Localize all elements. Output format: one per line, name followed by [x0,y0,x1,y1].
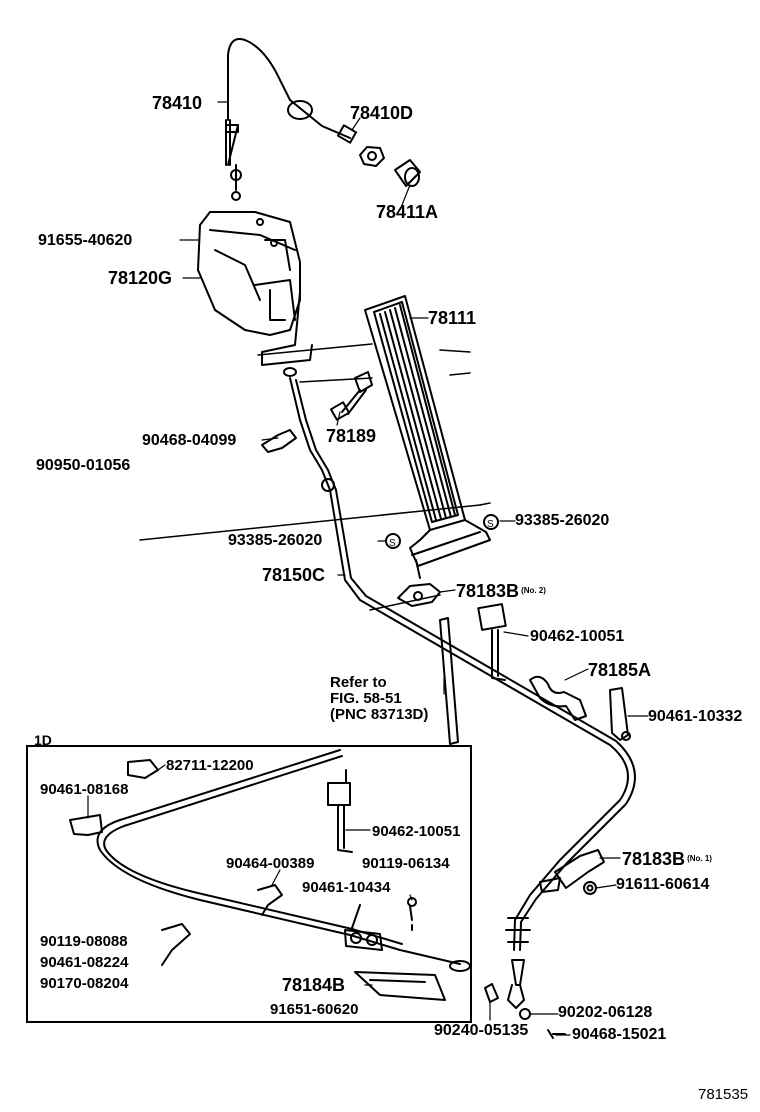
label-93385-26020-left: 93385-26020 [228,532,323,549]
label-78184b: 78184B [282,975,346,995]
label-78183b-no1: 78183B(No. 1) [622,849,712,869]
grommet-78185a [529,675,587,721]
label-90461-10332: 90461-10332 [648,708,743,725]
label-78185a: 78185A [588,660,652,680]
label-78411a: 78411A [376,202,439,222]
nut-78410d [359,146,385,167]
nut-91611-60614 [583,881,597,895]
label-78183b-no2-text: 78183B [456,581,520,601]
label-78189: 78189 [326,426,377,446]
refer-note-line2: FIG. 58-51 [330,690,402,707]
label-90240-05135: 90240-05135 [434,1022,529,1039]
accelerator-pedal-78111 [364,295,491,567]
label-78183b-no2: 78183B(No. 2) [456,581,546,601]
diagram-id: 781535 [698,1086,749,1103]
leader-lines [87,101,649,1036]
washer-93385-left: S [385,533,401,549]
label-82711-12200: 82711-12200 [166,757,254,774]
refer-note-line1: Refer to [330,674,387,691]
label-78111: 78111 [428,308,477,328]
label-90464-00389: 90464-00389 [226,855,315,872]
clamp-78183b-no2 [397,559,441,607]
label-90119-08088: 90119-08088 [40,933,128,950]
rod-refer-58-51 [439,617,459,745]
label-78183b-no2-tag: (No. 2) [521,586,546,595]
refer-note: Refer to FIG. 58-51 (PNC 83713D) [330,675,428,723]
inset-title: 1D [34,732,52,748]
lower-fittings [484,983,566,1039]
refer-note-line3: (PNC 83713D) [330,706,429,723]
label-78410: 78410 [152,93,203,113]
label-90119-06134: 90119-06134 [362,855,450,872]
label-90462-10051-top: 90462-10051 [530,628,625,645]
svg-text:S: S [487,519,494,530]
label-90461-10434: 90461-10434 [302,879,391,896]
label-90170-08204: 90170-08204 [40,975,129,992]
label-78120g: 78120G [108,268,173,288]
label-90950-01056: 90950-01056 [36,457,131,474]
label-91611-60614: 91611-60614 [616,876,710,893]
label-90468-04099: 90468-04099 [142,432,237,449]
clip-90461-10332 [609,687,631,741]
inset-1d-artwork [69,749,471,1001]
label-90468-15021: 90468-15021 [572,1026,667,1043]
upper-cable-78410 [225,38,358,201]
inset-1d-frame [26,745,472,1023]
label-91651-60620: 91651-60620 [270,1001,359,1018]
clamp-78183b-no1 [539,849,605,893]
bracket-90462-top [477,603,507,681]
label-91655-40620: 91655-40620 [38,232,133,249]
washer-93385-right: S [483,514,499,530]
label-78183b-no1-tag: (No. 1) [687,854,712,863]
label-90461-08224: 90461-08224 [40,954,129,971]
label-78150c: 78150C [262,565,326,585]
pedal-bracket-78120g [197,211,313,366]
label-78410d: 78410D [350,103,414,123]
label-90462-10051-inset: 90462-10051 [372,823,461,840]
stopper-78189 [329,371,373,421]
label-90202-06128: 90202-06128 [558,1004,653,1021]
clip-90468-04099 [261,429,297,453]
label-90461-08168: 90461-08168 [40,781,129,798]
bushing-78411a [394,159,421,187]
label-93385-26020-right: 93385-26020 [515,512,610,529]
svg-text:S: S [389,538,396,549]
pedal-lever-arm [283,367,337,492]
label-78183b-no1-text: 78183B [622,849,686,869]
